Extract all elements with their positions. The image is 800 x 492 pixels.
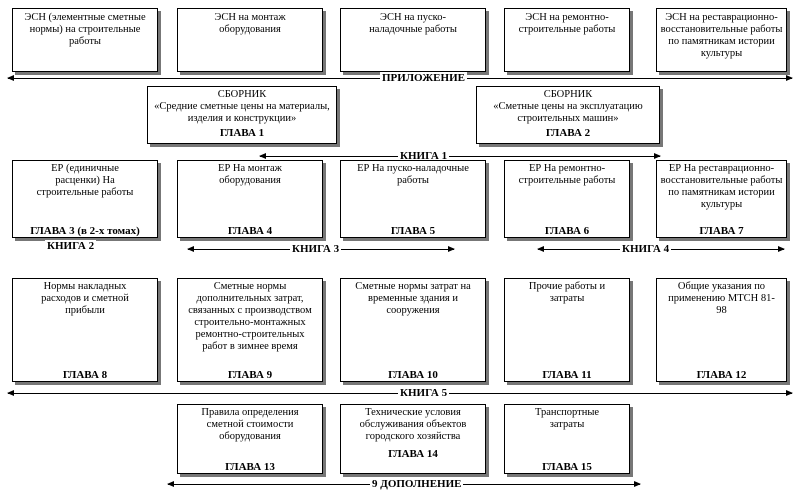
- box-text: ЭСН на реставрационно-восстановительные …: [660, 12, 783, 59]
- box-text: ЕР (единичные расценки) На строительные …: [36, 163, 134, 198]
- box-title: СБОРНИК: [217, 89, 267, 100]
- chapter-label: ГЛАВА 14: [388, 448, 438, 460]
- box-title: СБОРНИК: [543, 89, 593, 100]
- chapter-label: ГЛАВА 12: [696, 369, 747, 381]
- chapter-label: ГЛАВА 6: [544, 225, 590, 237]
- chapter-label: ГЛАВА 1: [219, 127, 265, 139]
- box-text: Сметные нормы дополнительных затрат, свя…: [188, 281, 312, 352]
- chapter3-box: ЕР (единичные расценки) На строительные …: [12, 160, 158, 238]
- box-text: Правила определения сметной стоимости об…: [201, 407, 299, 442]
- book1-label: КНИГА 1: [398, 150, 450, 162]
- chapter-label: ГЛАВА 5: [390, 225, 436, 237]
- chapter-label: ГЛАВА 15: [542, 461, 592, 473]
- box-text: Прочие работы и затраты: [528, 281, 606, 304]
- supplement-label: 9 ДОПОЛНЕНИЕ: [370, 478, 464, 490]
- box-text: Транспортные затраты: [534, 407, 600, 430]
- box-text: ЭСН на монтаж оборудования: [214, 12, 286, 35]
- chapter12-box: Общие указания по применению МТСН 81-98 …: [656, 278, 787, 382]
- box-text: ЕР На ремонтно-строительные работы: [518, 163, 616, 186]
- esn-restoration-box: ЭСН на реставрационно-восстановительные …: [656, 8, 787, 72]
- chapter2-box: СБОРНИК «Сметные цены на эксплуатацию ст…: [476, 86, 660, 144]
- box-text: Общие указания по применению МТСН 81-98: [668, 281, 775, 316]
- chapter-label: ГЛАВА 11: [542, 369, 592, 381]
- book5-label: КНИГА 5: [398, 387, 450, 399]
- chapter14-box: Технические условия обслуживания объекто…: [340, 404, 486, 474]
- chapter6-box: ЕР На ремонтно-строительные работы ГЛАВА…: [504, 160, 630, 238]
- chapter-label: ГЛАВА 7: [699, 225, 744, 237]
- chapter-label: ГЛАВА 3 (в 2-х томах): [30, 225, 140, 237]
- book1-arrow: [259, 153, 661, 159]
- chapter-label: ГЛАВА 10: [388, 369, 438, 381]
- box-text: Технические условия обслуживания объекто…: [359, 407, 467, 442]
- chapter-label: ГЛАВА 2: [545, 127, 591, 139]
- box-text: ЕР На пуско-наладочные работы: [357, 163, 469, 186]
- chapter8-box: Нормы накладных расходов и сметной прибы…: [12, 278, 158, 382]
- box-text: ЕР На реставрационно-восстановительные р…: [660, 163, 783, 210]
- esn-repair-box: ЭСН на ремонтно-строительные работы: [504, 8, 630, 72]
- esn-equipment-box: ЭСН на монтаж оборудования: [177, 8, 323, 72]
- chapter-label: ГЛАВА 9: [227, 369, 273, 381]
- appendix-label: ПРИЛОЖЕНИЕ: [380, 72, 467, 84]
- book3-label: КНИГА 3: [290, 243, 342, 255]
- chapter5-box: ЕР На пуско-наладочные работы ГЛАВА 5: [340, 160, 486, 238]
- book2-label: КНИГА 2: [45, 240, 97, 252]
- box-text: Нормы накладных расходов и сметной прибы…: [41, 281, 129, 316]
- box-text: «Сметные цены на эксплуатацию строительн…: [493, 101, 643, 124]
- chapter1-box: СБОРНИК «Средние сметные цены на материа…: [147, 86, 337, 144]
- box-text: «Средние сметные цены на материалы, изде…: [154, 101, 330, 124]
- esn-construction-box: ЭСН (элементные сметные нормы) на строит…: [12, 8, 158, 72]
- chapter9-box: Сметные нормы дополнительных затрат, свя…: [177, 278, 323, 382]
- chapter11-box: Прочие работы и затраты ГЛАВА 11: [504, 278, 630, 382]
- chapter-label: ГЛАВА 8: [62, 369, 108, 381]
- chapter-label: ГЛАВА 4: [227, 225, 273, 237]
- chapter-label: ГЛАВА 13: [225, 461, 275, 473]
- box-text: ЭСН на ремонтно-строительные работы: [518, 12, 616, 35]
- box-text: Сметные нормы затрат на временные здания…: [355, 281, 471, 316]
- box-text: ЭСН (элементные сметные нормы) на строит…: [24, 12, 146, 47]
- esn-commissioning-box: ЭСН на пуско-наладочные работы: [340, 8, 486, 72]
- chapter7-box: ЕР На реставрационно-восстановительные р…: [656, 160, 787, 238]
- chapter4-box: ЕР На монтаж оборудования ГЛАВА 4: [177, 160, 323, 238]
- box-text: ЕР На монтаж оборудования: [218, 163, 282, 186]
- chapter10-box: Сметные нормы затрат на временные здания…: [340, 278, 486, 382]
- box-text: ЭСН на пуско-наладочные работы: [369, 12, 457, 35]
- chapter15-box: Транспортные затраты ГЛАВА 15: [504, 404, 630, 474]
- chapter13-box: Правила определения сметной стоимости об…: [177, 404, 323, 474]
- book4-label: КНИГА 4: [620, 243, 672, 255]
